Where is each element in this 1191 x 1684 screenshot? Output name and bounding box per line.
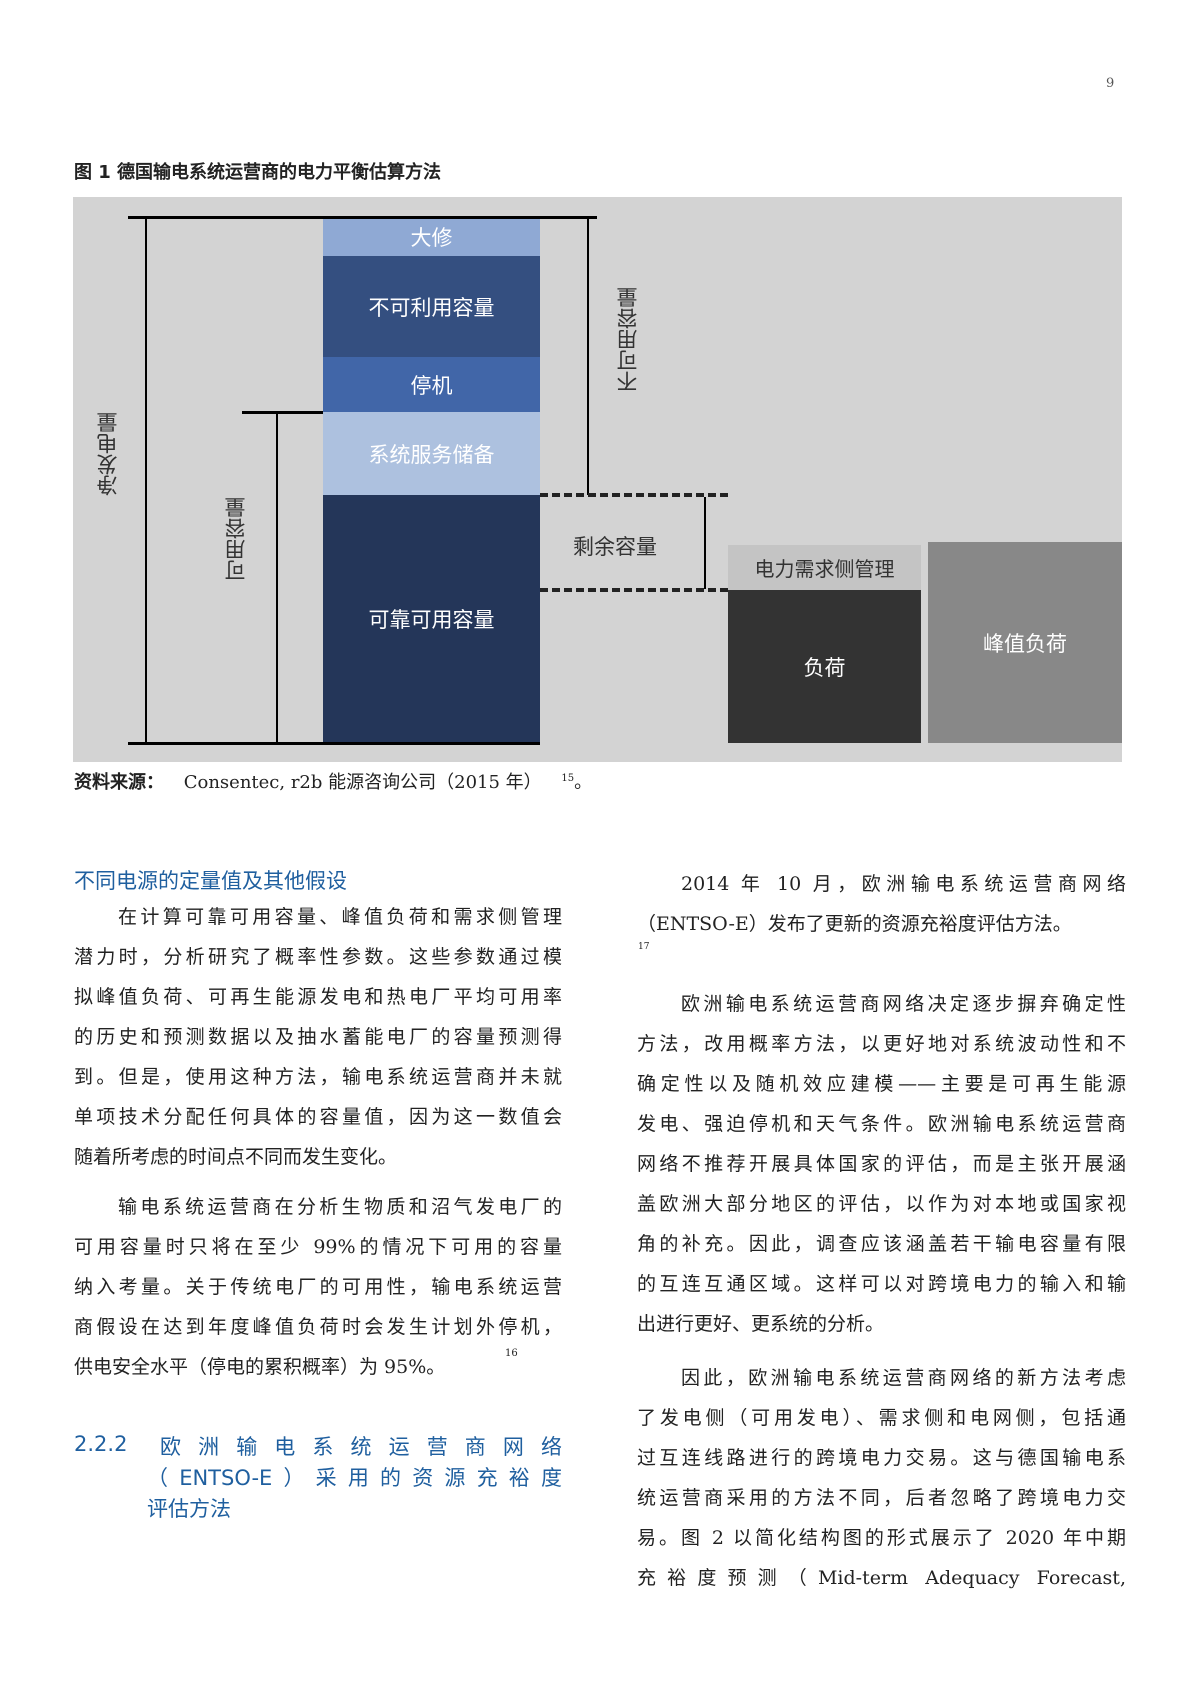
paragraph-line: 出进行更好、更系统的分析。 (637, 1313, 885, 1335)
box-peak-load: 峰值负荷 (928, 542, 1122, 743)
paragraph-line: 确定性以及随机效应建模——主要是可再生能源 (637, 1073, 1126, 1095)
paragraph-line: 易。图 2 以简化结构图的形式展示了 2020 年中期 (637, 1527, 1126, 1549)
footnote-ref: 15 (561, 773, 575, 784)
paragraph-line: 单项技术分配任何具体的容量值，因为这一数值会 (74, 1106, 562, 1128)
source-label: 资料来源： (74, 772, 164, 793)
available-arrow (276, 414, 278, 742)
page-number: 9 (1106, 76, 1115, 91)
paragraph-line: 可用容量时只将在至少 99%的情况下可用的容量 (74, 1236, 562, 1258)
segment-unusable: 不可利用容量 (323, 256, 540, 357)
top-line (128, 216, 597, 219)
paragraph-line: 了发电侧（可用发电）、需求侧和电网侧，包括通 (637, 1407, 1126, 1429)
paragraph-line: 拟峰值负荷、可再生能源发电和热电厂平均可用率 (74, 986, 562, 1008)
paragraph-line: （ENTSO-E）发布了更新的资源充裕度评估方法。 (637, 913, 1072, 935)
section-heading: 不同电源的定量值及其他假设 (74, 869, 347, 893)
source-end: 。 (574, 772, 593, 793)
box-dsm: 电力需求侧管理 (728, 545, 921, 590)
figure-source: 资料来源： Consentec, r2b 能源咨询公司（2015 年） 15。 (74, 768, 592, 794)
remaining-arrow (704, 497, 706, 589)
label-unavailable: 不可用容量 (616, 287, 640, 392)
paragraph-line: 潜力时，分析研究了概率性参数。这些参数通过模 (74, 946, 562, 968)
segment-overhaul: 大修 (323, 218, 540, 256)
label-remaining: 剩余容量 (573, 535, 657, 559)
label-net-generation: 净发电量 (96, 412, 120, 496)
paragraph-line: 角的补充。因此，调查应该涵盖若干输电容量有限 (637, 1233, 1126, 1255)
box-load: 负荷 (728, 590, 921, 743)
paragraph-line: 输电系统运营商在分析生物质和沼气发电厂的 (118, 1196, 562, 1218)
figure-diagram: 大修 不可利用容量 停机 系统服务储备 可靠可用容量 净发电量 可用容量 不可用… (73, 197, 1122, 762)
paragraph-line: 的互连互通区域。这样可以对跨境电力的输入和输 (637, 1273, 1126, 1295)
paragraph-line: 统运营商采用的方法不同，后者忽略了跨境电力交 (637, 1487, 1126, 1509)
available-line (242, 411, 323, 414)
dashed-line-bottom (540, 588, 728, 592)
paragraph-line: 商假设在达到年度峰值负荷时会发生计划外停机， (74, 1316, 562, 1338)
paragraph-line: 到。但是，使用这种方法，输电系统运营商并未就 (74, 1066, 562, 1088)
footnote-ref: 17 (638, 942, 650, 952)
net-arrow (145, 219, 147, 742)
section-title-line: （ENTSO-E）采用的资源充裕度 (147, 1466, 562, 1490)
paragraph-line: 随着所考虑的时间点不同而发生变化。 (74, 1146, 398, 1168)
segment-reliable: 可靠可用容量 (323, 495, 540, 743)
footnote-ref: 16 (505, 1348, 518, 1359)
paragraph-line: 供电安全水平（停电的累积概率）为 95%。 (74, 1356, 446, 1378)
figure-title: 图 1 德国输电系统运营商的电力平衡估算方法 (74, 162, 442, 183)
unavailable-arrow (587, 219, 589, 495)
paragraph-line: 因此，欧洲输电系统运营商网络的新方法考虑 (681, 1367, 1126, 1389)
section-title-line: 欧 洲 输 电 系 统 运 营 商 网 络 (160, 1435, 562, 1459)
dashed-line-top (540, 493, 728, 497)
paragraph-line: 充裕度预测（Mid-term Adequacy Forecast, (637, 1567, 1126, 1589)
label-available: 可用容量 (224, 497, 248, 581)
paragraph-line: 纳入考量。关于传统电厂的可用性，输电系统运营 (74, 1276, 562, 1298)
section-title-line: 评估方法 (147, 1497, 231, 1521)
paragraph-line: 盖欧洲大部分地区的评估，以作为对本地或国家视 (637, 1193, 1126, 1215)
paragraph-line: 发电、强迫停机和天气条件。欧洲输电系统运营商 (637, 1113, 1126, 1135)
paragraph-line: 在计算可靠可用容量、峰值负荷和需求侧管理 (118, 906, 562, 928)
section-number: 2.2.2 (74, 1432, 128, 1456)
paragraph-line: 过互连线路进行的跨境电力交易。这与德国输电系 (637, 1447, 1126, 1469)
paragraph-line: 的历史和预测数据以及抽水蓄能电厂的容量预测得 (74, 1026, 562, 1048)
paragraph-line: 欧洲输电系统运营商网络决定逐步摒弃确定性 (681, 993, 1126, 1015)
segment-outage: 停机 (323, 357, 540, 412)
paragraph-line: 2014 年 10 月，欧洲输电系统运营商网络 (681, 873, 1126, 895)
paragraph-line: 网络不推荐开展具体国家的评估，而是主张开展涵 (637, 1153, 1126, 1175)
paragraph-line: 方法，改用概率方法，以更好地对系统波动性和不 (637, 1033, 1126, 1055)
source-text: Consentec, r2b 能源咨询公司（2015 年） (183, 772, 542, 793)
bottom-line (128, 742, 540, 745)
segment-reserve: 系统服务储备 (323, 412, 540, 495)
